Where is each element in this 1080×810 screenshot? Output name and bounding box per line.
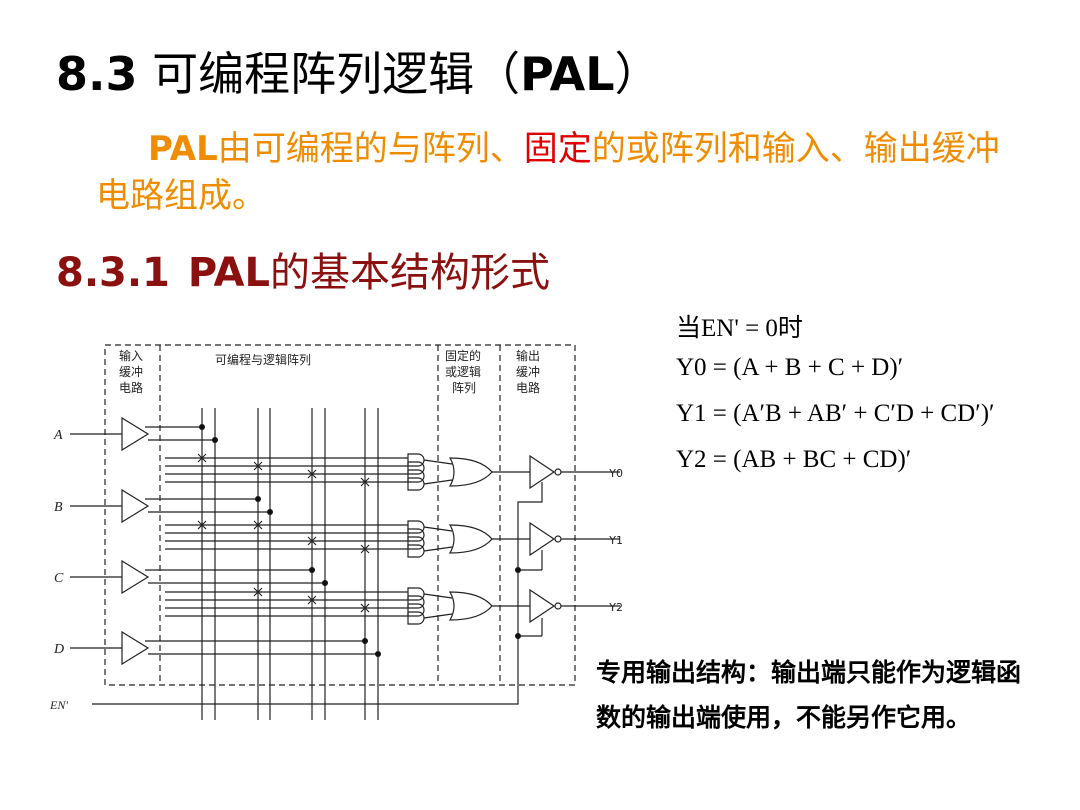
output-buffers <box>492 454 620 624</box>
input-c-label: C <box>54 571 64 586</box>
and-gates <box>407 453 425 625</box>
output-y1-label: Y1 <box>608 534 623 547</box>
note-text: 专用输出结构：输出端只能作为逻辑函数的输出端使用，不能另作它用。 <box>596 658 1022 732</box>
output-buf-label-1: 输出 <box>516 348 540 363</box>
product-lines <box>165 457 408 617</box>
output-buf-label-2: 缓冲 <box>516 364 540 379</box>
input-buf-label-2: 缓冲 <box>119 364 143 379</box>
equation-y2: Y2 = (AB + BC + CD)′ <box>676 446 912 473</box>
output-y0-label: Y0 <box>608 467 623 480</box>
connection-dots <box>199 424 521 657</box>
or-array-label-2: 或逻辑 <box>445 365 481 379</box>
pal-circuit-diagram: 输入 缓冲 电路 可编程与逻辑阵列 固定的 或逻辑 阵列 输出 缓冲 电路 A … <box>49 344 623 720</box>
equation-y0: Y0 = (A + B + C + D)′ <box>676 354 904 381</box>
or-gates <box>423 457 493 621</box>
input-a-label: A <box>53 428 63 443</box>
output-buf-label-3: 电路 <box>516 380 540 395</box>
input-d-label: D <box>53 642 64 657</box>
input-buf-label-1: 输入 <box>119 348 143 363</box>
input-buffers <box>70 416 150 666</box>
enable-label: EN' <box>49 698 68 712</box>
input-buf-label-3: 电路 <box>119 380 143 395</box>
intro-paragraph: PAL由可编程的与阵列、固定的或阵列和输入、输出缓冲电路组成。 <box>96 129 1000 216</box>
fuse-crosses <box>197 453 370 613</box>
equation-y1: Y1 = (A′B + AB′ + C′D + CD′)′ <box>676 400 995 427</box>
condition-equation: 当EN' = 0时 <box>676 315 803 342</box>
enable-line <box>92 482 543 705</box>
and-array-label: 可编程与逻辑阵列 <box>215 352 311 367</box>
dashed-outline <box>104 344 576 686</box>
buffer-outputs <box>145 426 379 720</box>
or-array-label-1: 固定的 <box>445 348 481 363</box>
input-b-label: B <box>54 500 63 515</box>
page-title: 8.3 可编程阵列逻辑（PAL） <box>56 47 661 101</box>
or-array-label-3: 阵列 <box>452 381 476 395</box>
output-y2-label: Y2 <box>608 601 623 614</box>
